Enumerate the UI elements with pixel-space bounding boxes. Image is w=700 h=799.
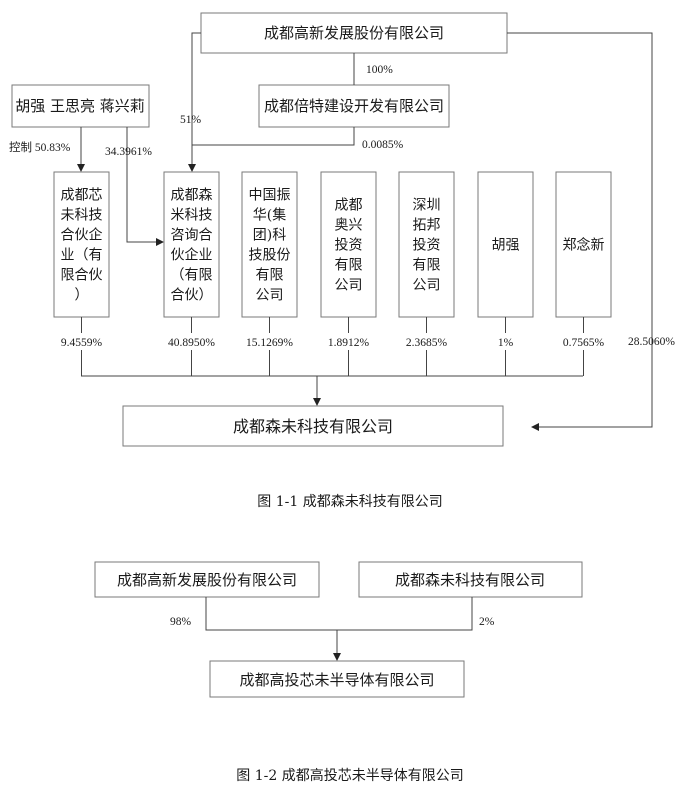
shareholder-name-line: 有限	[256, 268, 284, 284]
child-company-label: 成都高投芯未半导体有限公司	[239, 671, 434, 689]
shareholder-name-line: 伙企业	[171, 247, 213, 264]
shareholder-name-line: 合伙）	[171, 288, 213, 304]
shareholder-name-line: 奥兴	[335, 217, 363, 234]
right-parent-label: 成都森未科技有限公司	[395, 571, 545, 589]
right-parent-node: 成都森未科技有限公司	[358, 561, 583, 598]
subsidiary-label: 成都倍特建设开发有限公司	[264, 97, 444, 115]
left-parent-node: 成都高新发展股份有限公司	[94, 561, 320, 598]
shareholder-name-line: 成都芯	[61, 188, 103, 204]
figure-1: 成都高新发展股份有限公司 成都倍特建设开发有限公司 胡强 王思亮 蒋兴莉 100…	[9, 12, 675, 510]
pct-right-parent: 2%	[479, 616, 495, 628]
pct-left-parent: 98%	[170, 616, 192, 628]
shareholder-name-line: 华(集	[253, 207, 286, 224]
subsidiary-node: 成都倍特建设开发有限公司	[258, 84, 450, 128]
individuals-label: 胡强 王思亮 蒋兴莉	[15, 97, 145, 115]
shareholder-name-line: 投资	[413, 238, 441, 254]
pct-subsidiary-to-senmi: 0.0085%	[362, 139, 404, 151]
shareholder-pct: 15.1269%	[246, 337, 293, 349]
shareholder-name-line: 深圳	[413, 198, 441, 214]
target-company-label: 成都森未科技有限公司	[233, 417, 393, 436]
fig2-connector	[205, 597, 473, 631]
shareholder-name-line: 投资	[335, 238, 363, 254]
shareholder-name-line: 技股份	[249, 248, 291, 264]
target-company-node: 成都森未科技有限公司	[122, 405, 504, 447]
shareholder-name-line: 公司	[335, 278, 363, 294]
shareholder-name-line: 米科技	[171, 208, 213, 224]
shareholder-name-line: 郑念新	[563, 237, 605, 254]
shareholder-name-line: 未科技	[61, 208, 103, 224]
shareholder-name-line: 拓邦	[413, 218, 441, 234]
edge-subsidiary-to-senmi	[192, 127, 355, 146]
pct-top-to-subsidiary: 100%	[366, 64, 393, 76]
shareholder-name-line: 成都	[335, 198, 363, 214]
child-company-node: 成都高投芯未半导体有限公司	[209, 660, 465, 698]
pct-top-to-senmi: 51%	[180, 114, 202, 126]
shareholder-name-line: 胡强	[492, 238, 520, 254]
top-company-node: 成都高新发展股份有限公司	[200, 12, 508, 54]
individuals-node: 胡强 王思亮 蒋兴莉	[11, 84, 150, 128]
shareholder-box	[163, 171, 220, 318]
shareholder-box	[320, 171, 377, 318]
shareholder-name-line: 咨询合	[171, 228, 213, 244]
edge-individuals-to-senmi	[126, 127, 164, 246]
shareholder-pct: 40.8950%	[168, 337, 215, 349]
shareholder-node: 郑念新 0.7565%	[555, 171, 612, 376]
shareholder-name-line: ）	[75, 288, 89, 304]
shareholder-pct: 2.3685%	[406, 337, 448, 349]
pct-individuals-control: 控制 50.83%	[9, 140, 71, 154]
shareholder-box	[477, 171, 534, 318]
left-parent-label: 成都高新发展股份有限公司	[117, 571, 297, 589]
shareholder-name-line: 合伙企	[61, 227, 103, 244]
shareholder-name-line: 有限	[335, 258, 363, 274]
shareholder-box	[241, 171, 298, 318]
shareholder-name-line: 成都森	[171, 188, 213, 204]
shareholder-pct: 9.4559%	[61, 337, 103, 349]
shareholder-name-line: （有限	[171, 268, 213, 284]
edge-top-to-target	[507, 32, 653, 431]
pct-individuals-to-senmi: 34.3961%	[105, 146, 152, 158]
shareholder-name-line: 团)科	[253, 228, 286, 244]
shareholder-name-line: 有限	[413, 258, 441, 274]
edge-top-to-senmi	[188, 32, 201, 172]
shareholder-name-line: 公司	[413, 278, 441, 294]
shareholder-name-line: 公司	[256, 288, 284, 304]
shareholder-pct: 1.8912%	[328, 337, 370, 349]
shareholder-box	[555, 171, 612, 318]
shareholder-box	[398, 171, 455, 318]
pct-top-to-target: 28.5060%	[628, 336, 675, 348]
top-company-label: 成都高新发展股份有限公司	[264, 24, 444, 42]
figure-2: 成都高新发展股份有限公司 成都森未科技有限公司 98% 2% 成都高投芯未半导体…	[94, 561, 583, 784]
shareholder-name-line: 业（有	[61, 248, 103, 264]
shareholder-pct: 0.7565%	[563, 337, 605, 349]
figure-2-caption: 图 1-2 成都高投芯未半导体有限公司	[236, 767, 463, 784]
shareholder-node: 胡强 1%	[477, 171, 534, 376]
shareholder-name-line: 中国振	[249, 188, 291, 204]
shareholder-name-line: 限合伙	[61, 268, 103, 284]
figure-1-caption: 图 1-1 成都森未科技有限公司	[257, 494, 442, 510]
shareholder-pct: 1%	[498, 337, 514, 349]
